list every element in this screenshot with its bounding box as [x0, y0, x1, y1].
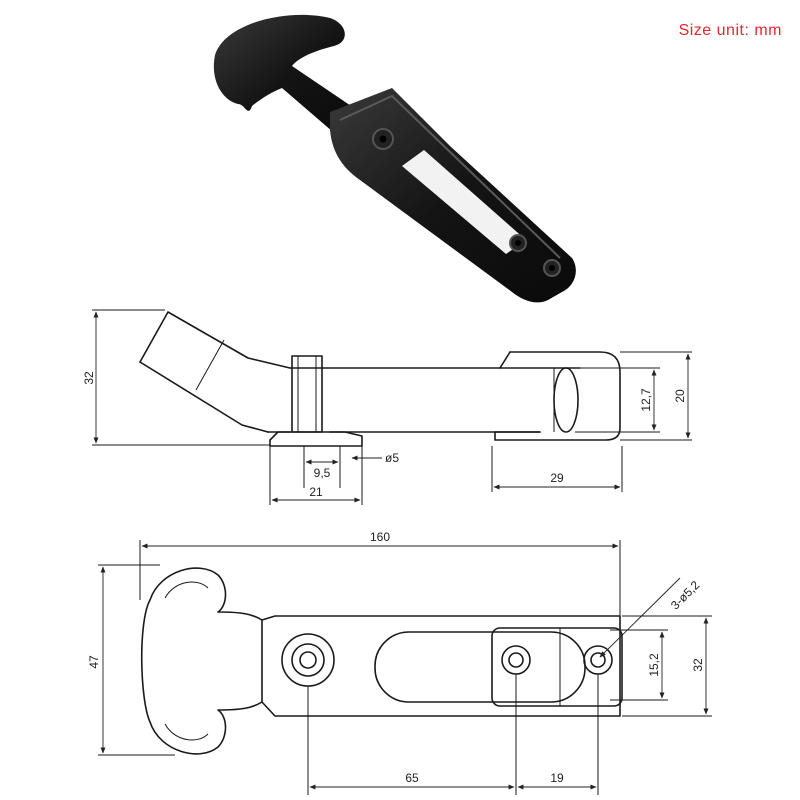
dim-21-label: 21 [309, 485, 323, 499]
top-end-block [491, 627, 623, 707]
top-hook-outer [140, 567, 263, 755]
top-hole-1-outer [281, 633, 335, 687]
dim-160-label: 160 [370, 530, 390, 544]
dim-d5-label: ø5 [385, 451, 399, 465]
top-hole-2-outer [501, 645, 531, 675]
top-hole-1-mid [291, 643, 325, 677]
top-slot [374, 631, 586, 703]
arm-highlight [339, 94, 561, 259]
dim-65-label: 65 [405, 771, 419, 785]
side-hook-bottom [139, 361, 269, 433]
dim-hole-spec-leader [599, 577, 681, 658]
bolt-2-center [515, 240, 521, 246]
dim-127-label: 12,7 [639, 388, 653, 412]
dim-hole-spec-label: 3-ø5,2 [668, 578, 703, 613]
bolt-1-center [379, 135, 387, 143]
side-end-clamp [494, 351, 621, 441]
bolt-3-center [549, 265, 555, 271]
dim-29-label: 29 [550, 471, 564, 485]
top-hook-inner [164, 581, 209, 741]
dim-32-top-label: 32 [691, 658, 705, 672]
side-end-clamp-corner [499, 351, 511, 369]
dim-20-label: 20 [673, 389, 687, 403]
dim-47-label: 47 [87, 655, 101, 669]
side-hook-seam [195, 339, 225, 391]
side-hook-top [139, 311, 291, 369]
side-view: 32 9,5 ø5 21 29 12,7 [82, 309, 692, 505]
side-end-roller [553, 367, 579, 433]
size-unit-label: Size unit: mm [678, 22, 782, 39]
top-strap-body [261, 615, 621, 717]
top-hole-1-inner [299, 651, 317, 669]
top-hole-3-outer [583, 645, 613, 675]
dim-32-side-label: 32 [82, 371, 96, 385]
top-view: 160 3-ø5,2 47 15,2 32 65 [87, 530, 712, 795]
product-photo [213, 14, 576, 303]
dim-95-label: 9,5 [314, 466, 331, 480]
top-hole-2-inner [508, 652, 524, 668]
arm-slot-photo [402, 150, 526, 254]
hook-head-photo [213, 14, 360, 139]
dim-152-label: 15,2 [647, 653, 661, 677]
dim-19-label: 19 [550, 771, 564, 785]
top-hole-3-inner [590, 652, 606, 668]
side-bracket-left [269, 431, 363, 447]
